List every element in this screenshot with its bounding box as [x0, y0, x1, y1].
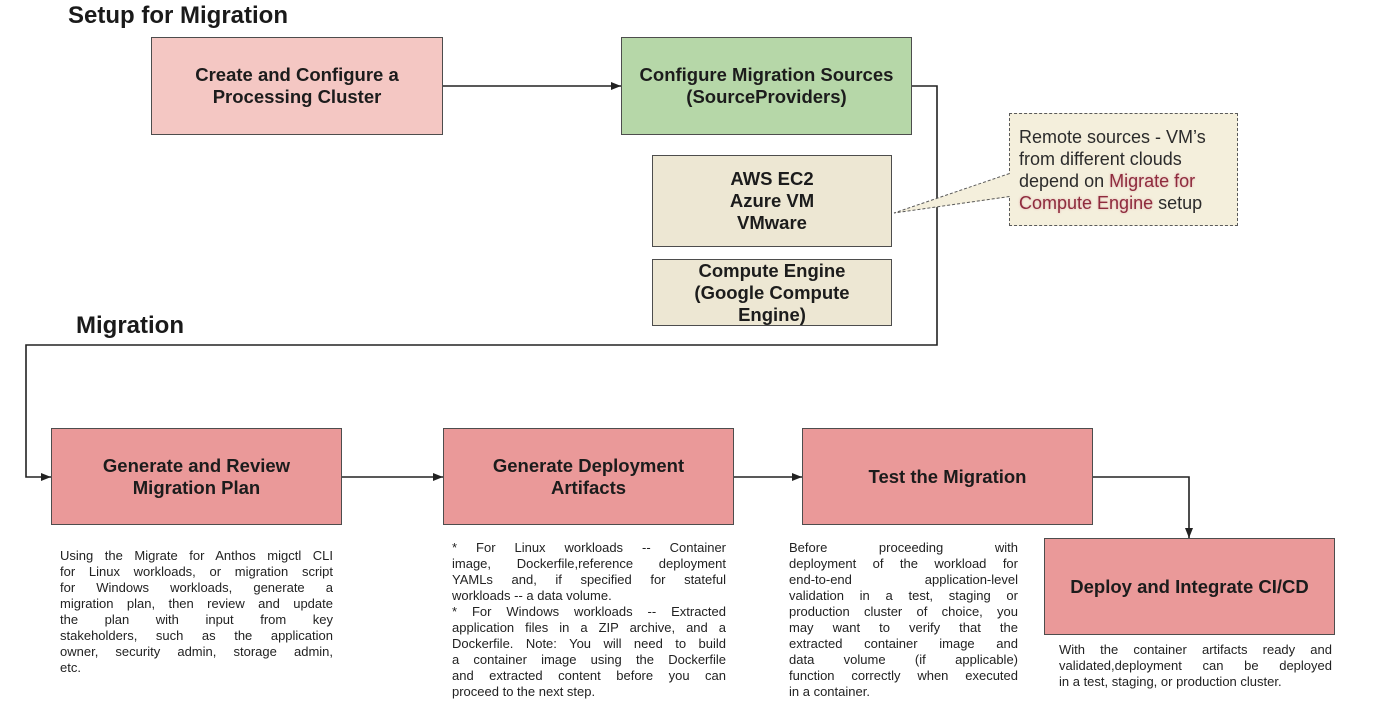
description-line: YAMLs and, if specified for stateful: [452, 572, 726, 587]
arrow-test-to-deploy: [1093, 476, 1193, 538]
description-line: in a test, staging, or production cluste…: [1059, 674, 1282, 689]
box-label-line: Migration Plan: [132, 476, 261, 498]
description-line: validated,deployment can be deployed: [1059, 658, 1332, 673]
box-label-line: Deploy and Integrate CI/CD: [1070, 575, 1309, 597]
description-line: the plan with input from key: [60, 612, 333, 627]
callout-text: Remote sources - VM’s from different clo…: [1019, 127, 1206, 191]
description-line: etc.: [60, 660, 81, 675]
box-label-line: Engine): [738, 303, 806, 325]
box-label-line: Generate Deployment: [492, 454, 685, 476]
description-line: extracted container image and: [789, 636, 1018, 651]
callout-pointer: [893, 173, 1011, 214]
box-label-line: (SourceProviders): [686, 86, 847, 107]
description-line: a container image using the Dockerfile: [452, 652, 726, 667]
description-line: production cluster of choice, you: [789, 604, 1018, 619]
description-line: image, Dockerfile,reference deployment: [452, 556, 726, 571]
description-line: stakeholders, such as the application: [60, 628, 333, 643]
migration-section-heading: Migration: [76, 312, 184, 339]
description-line: Before proceeding with: [789, 540, 1018, 555]
description-line: in a container.: [789, 684, 870, 699]
configure-migration-sources-box: Configure Migration Sources(SourceProvid…: [621, 37, 912, 135]
description-line: migration plan, then review and update: [60, 596, 333, 611]
box-label-line: VMware: [737, 212, 807, 233]
box-label-line: Artifacts: [550, 476, 627, 498]
description-line: workloads -- a data volume.: [452, 588, 612, 603]
box-label-line: Compute Engine: [698, 259, 846, 281]
box-label-line: Configure Migration Sources: [639, 64, 894, 85]
description-line: may want to verify that the: [789, 620, 1018, 635]
description-line: proceed to the next step.: [452, 684, 596, 699]
description-line: and extracted content before you can: [452, 668, 726, 683]
description-line: * For Linux workloads -- Container: [452, 540, 726, 555]
deploy-integrate-cicd-box: Deploy and Integrate CI/CD: [1044, 538, 1335, 635]
description-line: data volume (if applicable): [789, 652, 1018, 667]
description-line: owner, security admin, storage admin,: [60, 644, 333, 659]
description-line: end-to-end application-level: [789, 572, 1018, 587]
box-label-line: AWS EC2: [730, 168, 814, 189]
description-line: for Linux workloads, or migration script: [60, 564, 333, 579]
description-line: function correctly when executed: [789, 668, 1018, 683]
description-line: * For Windows workloads -- Extracted: [452, 604, 726, 619]
description-line: validation in a test, staging or: [789, 588, 1018, 603]
setup-section-heading: Setup for Migration: [68, 2, 288, 29]
description-line: for Windows workloads, generate a: [60, 580, 333, 595]
description-line: deployment of the workload for: [789, 556, 1018, 571]
callout-text-end: setup: [1153, 193, 1203, 213]
box-label-line: Test the Migration: [868, 465, 1027, 487]
test-migration-box: Test the Migration: [802, 428, 1093, 525]
box-label-line: Azure VM: [729, 190, 815, 211]
box-label-line: Processing Cluster: [212, 86, 382, 107]
description-line: application files in a ZIP archive, and …: [452, 620, 726, 635]
box-label-line: (Google Compute: [694, 281, 850, 303]
description-line: Dockerfile. Note: You will need to build: [452, 636, 726, 651]
description-line: Using the Migrate for Anthos migctl CLI: [60, 548, 333, 563]
callout-highlight: Migrate for Compute Engine: [1019, 171, 1196, 213]
arrow-setup-to-migration-plan: [25, 85, 938, 481]
remote-sources-callout: Remote sources - VM’s from different clo…: [1009, 113, 1238, 226]
box-label-line: Create and Configure a: [195, 64, 399, 85]
description-line: With the container artifacts ready and: [1059, 642, 1332, 657]
box-label-line: Generate and Review: [102, 454, 291, 476]
